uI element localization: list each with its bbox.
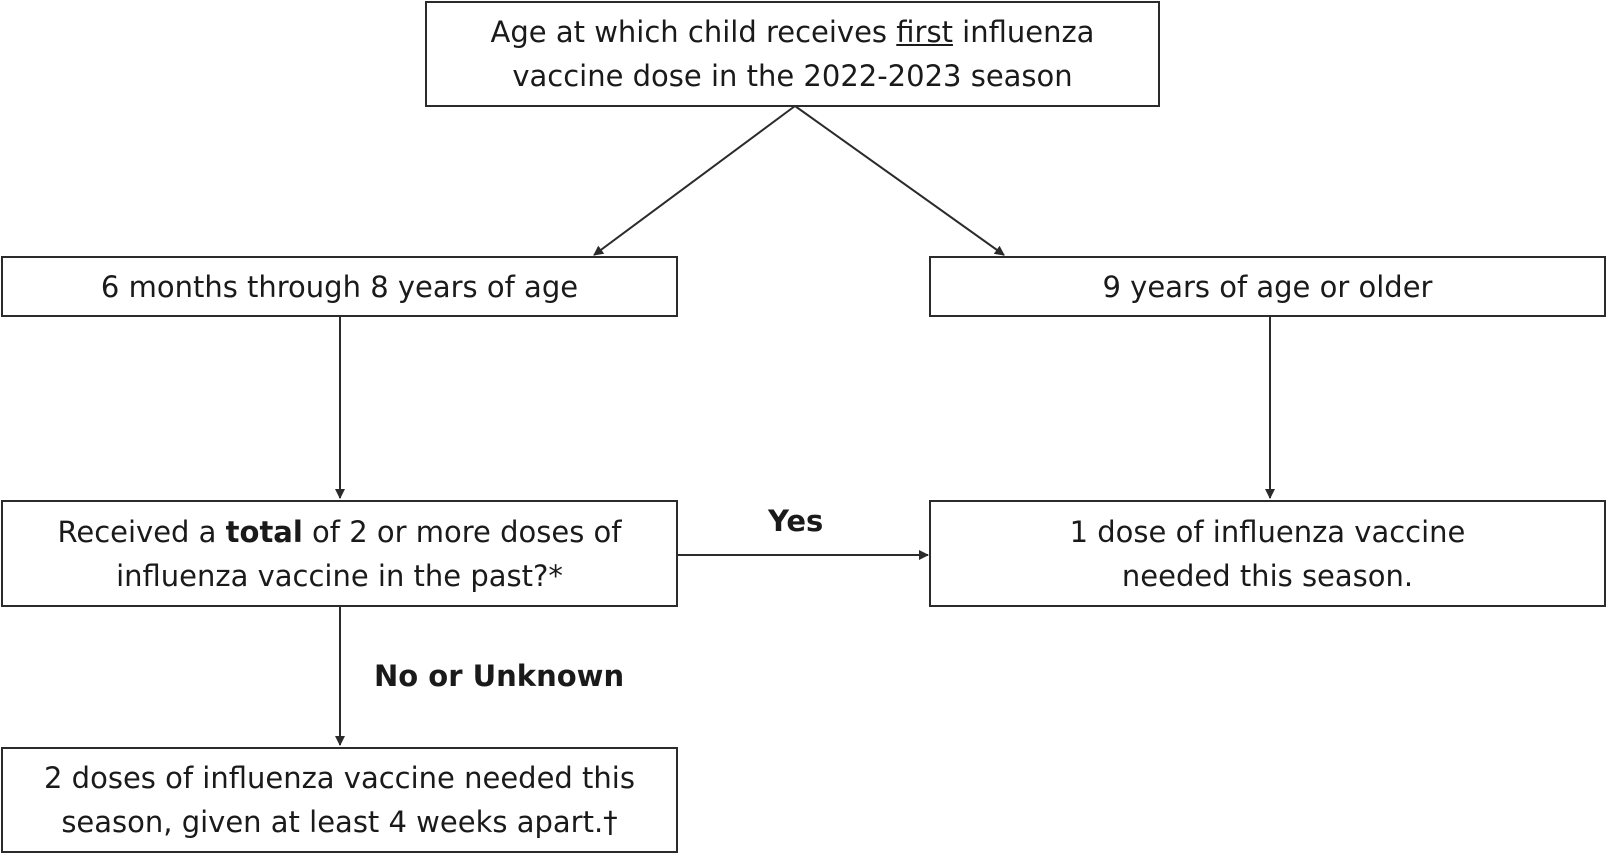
edge-label-no-or-unknown: No or Unknown [374, 659, 625, 693]
node-two-doses-needed-text: 2 doses of influenza vaccine needed this… [44, 756, 635, 844]
node-one-dose-needed-line2: needed this season. [1121, 558, 1414, 593]
arrow-root-to-older [794, 105, 1005, 256]
node-one-dose-needed-text: 1 dose of influenza vaccine needed this … [1070, 510, 1466, 598]
node-one-dose-needed-line1: 1 dose of influenza vaccine [1069, 514, 1466, 549]
node-two-doses-needed-line2: season, given at least 4 weeks apart.† [61, 805, 618, 839]
node-prior-doses-question-line1-a: Received a [57, 514, 226, 549]
node-9-years-or-older-text: 9 years of age or older [1102, 269, 1433, 304]
node-prior-doses-question: Received a total of 2 or more doses of i… [1, 500, 678, 607]
node-6-months-through-8-years-text: 6 months through 8 years of age [100, 269, 579, 304]
node-two-doses-needed: 2 doses of influenza vaccine needed this… [1, 747, 678, 853]
node-prior-doses-question-text: Received a total of 2 or more doses of i… [58, 510, 622, 598]
node-prior-doses-question-bold: total [225, 514, 303, 549]
node-prior-doses-question-line1-b: of 2 or more doses of [302, 514, 622, 549]
node-first-dose-age-line1-b: influenza [952, 15, 1095, 49]
node-first-dose-age: Age at which child receives first influe… [425, 1, 1160, 107]
edge-label-yes: Yes [768, 504, 824, 538]
node-prior-doses-question-line2: influenza vaccine in the past?* [116, 558, 563, 593]
node-9-years-or-older: 9 years of age or older [929, 256, 1606, 317]
node-two-doses-needed-line1: 2 doses of influenza vaccine needed this [44, 761, 635, 795]
node-first-dose-age-underlined: first [896, 15, 953, 49]
node-first-dose-age-line2: vaccine dose in the 2022-2023 season [512, 59, 1073, 93]
arrow-root-to-young [593, 105, 796, 256]
node-first-dose-age-text: Age at which child receives first influe… [491, 10, 1095, 98]
node-one-dose-needed: 1 dose of influenza vaccine needed this … [929, 500, 1606, 607]
node-6-months-through-8-years: 6 months through 8 years of age [1, 256, 678, 317]
node-first-dose-age-line1-a: Age at which child receives [490, 15, 897, 49]
